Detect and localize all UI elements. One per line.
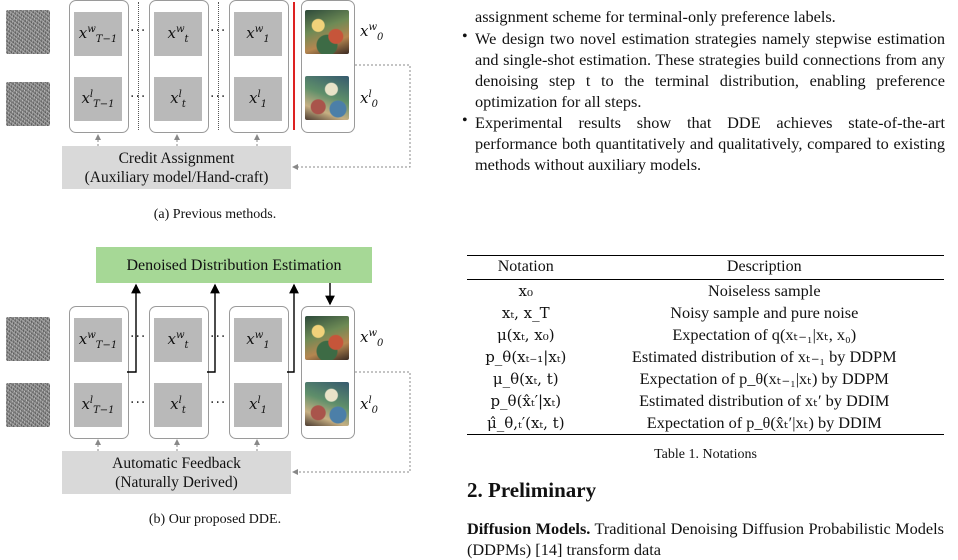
latent-cell-w-t: xwt bbox=[154, 12, 202, 56]
ellipsis: ··· bbox=[130, 89, 147, 105]
method-figure: xwT−1 xwt xw1 xlT−1 xlt xl1 ··· ··· ··· … bbox=[0, 0, 430, 551]
noise-image-icon bbox=[6, 82, 50, 126]
ellipsis: ··· bbox=[130, 395, 147, 411]
generated-image-icon bbox=[305, 382, 349, 426]
bullet-icon: • bbox=[462, 28, 468, 45]
latent-cell-l-1: xl1 bbox=[234, 383, 282, 427]
table-row: p_θ(xₜ₋₁|xₜ) Estimated distribution of xₜ… bbox=[467, 346, 944, 368]
noise-image-icon bbox=[6, 317, 50, 361]
table-row: p_θ(x̂ₜ′|xₜ) Estimated distribution of xₜ… bbox=[467, 390, 944, 412]
table-row: μ̂_θ,ₜ′(xₜ, t)Expectation of p_θ(x̂ₜ′|xₜ… bbox=[467, 412, 944, 435]
generated-image-icon bbox=[305, 316, 349, 360]
x0-l-label: xl0 bbox=[360, 89, 379, 110]
paragraph-lead: Diffusion Models. bbox=[467, 519, 591, 538]
ellipsis: ··· bbox=[210, 89, 227, 105]
credit-assignment-subtitle: (Auxiliary model/Hand-craft) bbox=[84, 168, 269, 186]
figure-caption-a: (a) Previous methods. bbox=[153, 207, 277, 222]
table-header-notation: Notation bbox=[467, 255, 585, 280]
section-heading: 2. Preliminary bbox=[467, 478, 597, 502]
section-paragraph: Diffusion Models. Traditional Denoising … bbox=[467, 518, 944, 560]
latent-cell-w-1: xw1 bbox=[234, 12, 282, 56]
notation-cell: x₀ bbox=[518, 282, 533, 300]
description-cell: Expectation of p_θ(xₜ₋₁|xₜ) by DDPM bbox=[639, 369, 889, 388]
table-row: μ(xₜ, x₀) Expectation of q(xₜ₋₁|xₜ, x₀) bbox=[467, 324, 944, 346]
ellipsis: ··· bbox=[130, 23, 147, 39]
description-cell: Expectation of p_θ(x̂ₜ′|xₜ) by DDIM bbox=[584, 412, 944, 435]
latent-cell-l-T-1: xlT−1 bbox=[74, 383, 122, 427]
intro-continuation: assignment scheme for terminal-only pref… bbox=[475, 7, 836, 26]
description-cell: Noiseless sample bbox=[707, 281, 821, 300]
ellipsis: ··· bbox=[210, 395, 227, 411]
table-caption: Table 1. Notations bbox=[654, 447, 757, 462]
contribution-bullet-2: Experimental results show that DDE achie… bbox=[475, 113, 945, 174]
automatic-feedback-title: Automatic Feedback bbox=[112, 454, 241, 472]
latent-cell-w-t: xwt bbox=[154, 318, 202, 362]
description-cell: Estimated distribution of xₜ₋₁ by DDPM bbox=[631, 347, 897, 366]
latent-cell-l-1: xl1 bbox=[234, 77, 282, 121]
notation-cell: p_θ(xₜ₋₁|xₜ) bbox=[485, 348, 567, 366]
ellipsis: ··· bbox=[210, 329, 227, 345]
contribution-bullet-1: We design two novel estimation strategie… bbox=[475, 29, 945, 111]
column-divider bbox=[138, 2, 139, 130]
description-cell: Expectation of q(xₜ₋₁|xₜ, x₀) bbox=[672, 325, 857, 344]
notation-cell: xₜ, x_T bbox=[501, 304, 550, 322]
notation-cell: p_θ(x̂ₜ′|xₜ) bbox=[490, 392, 562, 410]
latent-cell-w-T-1: xwT−1 bbox=[74, 318, 122, 362]
latent-cell-w-T-1: xwT−1 bbox=[74, 12, 122, 56]
automatic-feedback-subtitle: (Naturally Derived) bbox=[115, 473, 238, 491]
automatic-feedback-box: Automatic Feedback (Naturally Derived) bbox=[62, 451, 291, 494]
latent-cell-l-t: xlt bbox=[154, 383, 202, 427]
description-cell: Estimated distribution of xₜ′ by DDIM bbox=[639, 391, 890, 410]
ellipsis: ··· bbox=[210, 23, 227, 39]
latent-cell-w-1: xw1 bbox=[234, 318, 282, 362]
terminal-separator bbox=[293, 2, 295, 130]
bullet-icon: • bbox=[462, 112, 468, 129]
credit-assignment-title: Credit Assignment bbox=[118, 149, 235, 167]
x0-l-label: xl0 bbox=[360, 395, 379, 416]
notation-cell: μ(xₜ, x₀) bbox=[496, 326, 555, 344]
noise-image-icon bbox=[6, 10, 50, 54]
table-row: x₀ Noiseless sample bbox=[467, 280, 944, 303]
notation-cell: μ̂_θ,ₜ′(xₜ, t) bbox=[467, 412, 585, 435]
x0-w-label: xw0 bbox=[360, 328, 384, 349]
credit-assignment-box: Credit Assignment (Auxiliary model/Hand-… bbox=[62, 146, 291, 189]
generated-image-icon bbox=[305, 76, 349, 120]
description-cell: Noisy sample and pure noise bbox=[670, 303, 859, 322]
table-row: μ_θ(xₜ, t) Expectation of p_θ(xₜ₋₁|xₜ) by… bbox=[467, 368, 944, 390]
table-header-description: Description bbox=[584, 255, 944, 280]
figure-caption-b: (b) Our proposed DDE. bbox=[148, 512, 282, 527]
latent-cell-l-T-1: xlT−1 bbox=[74, 77, 122, 121]
denoised-distribution-label: Denoised Distribution Estimation bbox=[126, 256, 342, 274]
generated-image-icon bbox=[305, 10, 349, 54]
column-divider bbox=[218, 2, 219, 130]
latent-cell-l-t: xlt bbox=[154, 77, 202, 121]
x0-w-label: xw0 bbox=[360, 22, 384, 43]
notation-cell: μ_θ(xₜ, t) bbox=[492, 370, 559, 388]
noise-image-icon bbox=[6, 383, 50, 427]
denoised-distribution-box: Denoised Distribution Estimation bbox=[96, 247, 372, 283]
table-row: xₜ, x_T Noisy sample and pure noise bbox=[467, 302, 944, 324]
ellipsis: ··· bbox=[130, 329, 147, 345]
connector-arrows bbox=[95, 64, 411, 475]
